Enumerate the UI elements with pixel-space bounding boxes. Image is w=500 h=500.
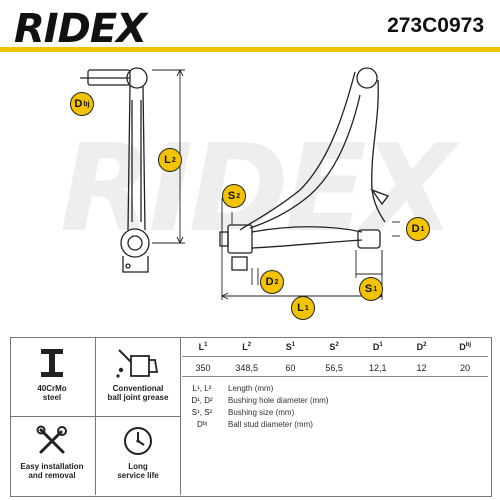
spec-value-4: 12,1 xyxy=(369,363,387,373)
legend-key-2: S¹, S² xyxy=(191,408,213,417)
spec-value-3: 56,5 xyxy=(325,363,343,373)
legend-text-0: Length (mm) xyxy=(228,384,274,393)
feature-divider-h xyxy=(10,416,180,417)
legend-key-0: L¹, L² xyxy=(192,384,212,393)
clock-icon xyxy=(124,427,152,455)
spec-header-6: Dbj xyxy=(459,342,472,352)
spec-value-5: 12 xyxy=(416,363,427,373)
tools-icon xyxy=(36,425,67,454)
spec-header-4: D1 xyxy=(372,342,383,352)
spec-header-rule xyxy=(182,356,488,357)
front-view xyxy=(219,67,390,271)
spec-panel xyxy=(10,337,492,497)
spec-value-2: 60 xyxy=(285,363,296,373)
spec-header-2: S1 xyxy=(285,342,296,352)
spec-value-0: 350 xyxy=(195,363,211,373)
spec-values-rule xyxy=(182,376,488,377)
legend-text-1: Bushing hole diameter (mm) xyxy=(228,396,329,405)
spec-header-1: L2 xyxy=(242,342,252,352)
spec-header-0: L1 xyxy=(198,342,208,352)
brand-watermark: RIDEX xyxy=(60,120,455,259)
spec-header-3: S2 xyxy=(329,342,339,352)
legend-text-3: Ball stud diameter (mm) xyxy=(228,420,313,429)
legend-key-3: Dᵇʲ xyxy=(196,420,208,429)
spec-header-5: D2 xyxy=(416,342,427,352)
part-number: 273C0973 xyxy=(387,14,484,37)
brand-logo: RIDEX xyxy=(14,6,147,52)
i-beam-icon xyxy=(41,349,63,377)
side-view xyxy=(80,67,150,273)
header-divider xyxy=(0,47,500,52)
spec-value-6: 20 xyxy=(460,363,471,373)
feature-divider-v2 xyxy=(180,337,181,495)
legend-text-2: Bushing size (mm) xyxy=(228,408,295,417)
grease-can-icon xyxy=(116,349,159,378)
spec-value-1: 348,5 xyxy=(235,363,258,373)
legend-key-1: D¹, D² xyxy=(191,396,213,405)
control-arm-drawing xyxy=(80,67,400,300)
